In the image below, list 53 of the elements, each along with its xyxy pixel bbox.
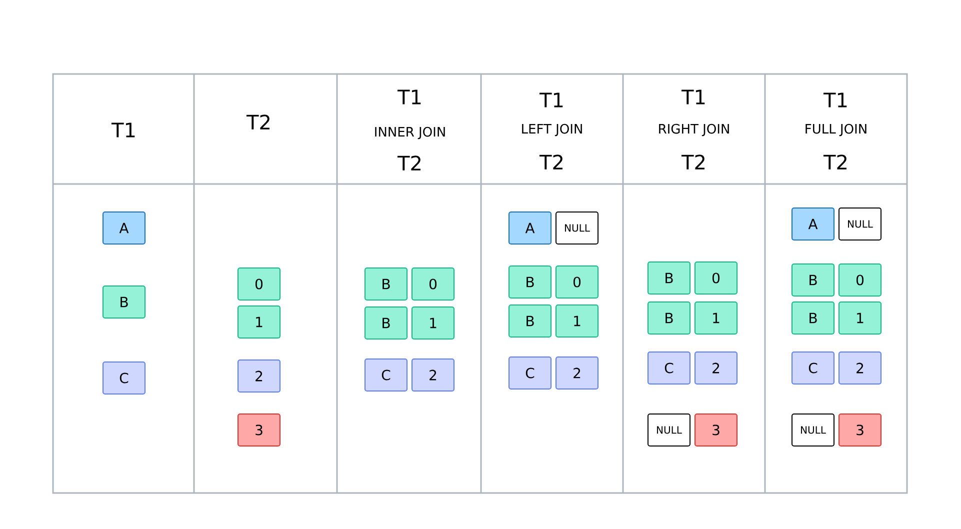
column-header: T1 bbox=[681, 90, 705, 104]
value-box: 0 bbox=[412, 268, 454, 300]
value-box: 0 bbox=[238, 268, 280, 300]
value-box: 1 bbox=[238, 306, 280, 338]
value-box: A bbox=[792, 208, 834, 240]
value-box: C bbox=[364, 358, 408, 392]
column-header: T2 bbox=[539, 154, 562, 170]
column-header: T2 bbox=[681, 154, 704, 170]
null-box: NULL bbox=[556, 212, 598, 244]
null-box: NULL bbox=[838, 208, 882, 240]
column-header: INNER JOIN bbox=[375, 126, 445, 140]
value-box: B bbox=[364, 268, 408, 300]
value-box: C bbox=[648, 352, 690, 384]
value-box: B bbox=[508, 304, 552, 338]
column-header: RIGHT JOIN bbox=[659, 124, 729, 136]
value-box: 3 bbox=[694, 414, 738, 446]
value-box: B bbox=[648, 302, 690, 334]
column-header: T2 bbox=[823, 154, 846, 170]
value-box: B bbox=[792, 264, 834, 296]
value-box: 1 bbox=[412, 306, 454, 340]
column-header: LEFT JOIN bbox=[522, 124, 582, 136]
value-box: B bbox=[364, 306, 408, 340]
value-box: 0 bbox=[838, 264, 882, 296]
value-box: B bbox=[102, 286, 146, 318]
value-box: 2 bbox=[412, 358, 454, 392]
value-box: 3 bbox=[838, 414, 882, 446]
value-box: C bbox=[102, 362, 146, 394]
value-box: C bbox=[792, 352, 834, 384]
column-header: T1 bbox=[539, 92, 563, 108]
column-header: FULL JOIN bbox=[806, 124, 866, 136]
value-box: A bbox=[102, 212, 146, 244]
column-header: T1 bbox=[823, 92, 847, 108]
value-box: A bbox=[508, 212, 552, 244]
column-header: T1 bbox=[397, 90, 421, 104]
value-box: B bbox=[792, 302, 834, 334]
value-box: 0 bbox=[694, 262, 738, 294]
value-box: 2 bbox=[238, 360, 280, 392]
value-box: B bbox=[648, 262, 690, 294]
null-box: NULL bbox=[648, 414, 690, 446]
value-box: 2 bbox=[694, 352, 738, 384]
value-box: 2 bbox=[556, 356, 598, 390]
value-box: 2 bbox=[838, 352, 882, 384]
column-header: T1 bbox=[111, 122, 135, 138]
null-box: NULL bbox=[792, 414, 834, 446]
value-box: C bbox=[508, 356, 552, 390]
column-header: T2 bbox=[397, 156, 420, 170]
column-header: T2 bbox=[246, 114, 270, 130]
value-box: 1 bbox=[556, 304, 598, 338]
value-box: 1 bbox=[694, 302, 738, 334]
value-box: B bbox=[508, 266, 552, 298]
value-box: 3 bbox=[238, 414, 280, 446]
value-box: 1 bbox=[838, 302, 882, 334]
value-box: 0 bbox=[556, 266, 598, 298]
